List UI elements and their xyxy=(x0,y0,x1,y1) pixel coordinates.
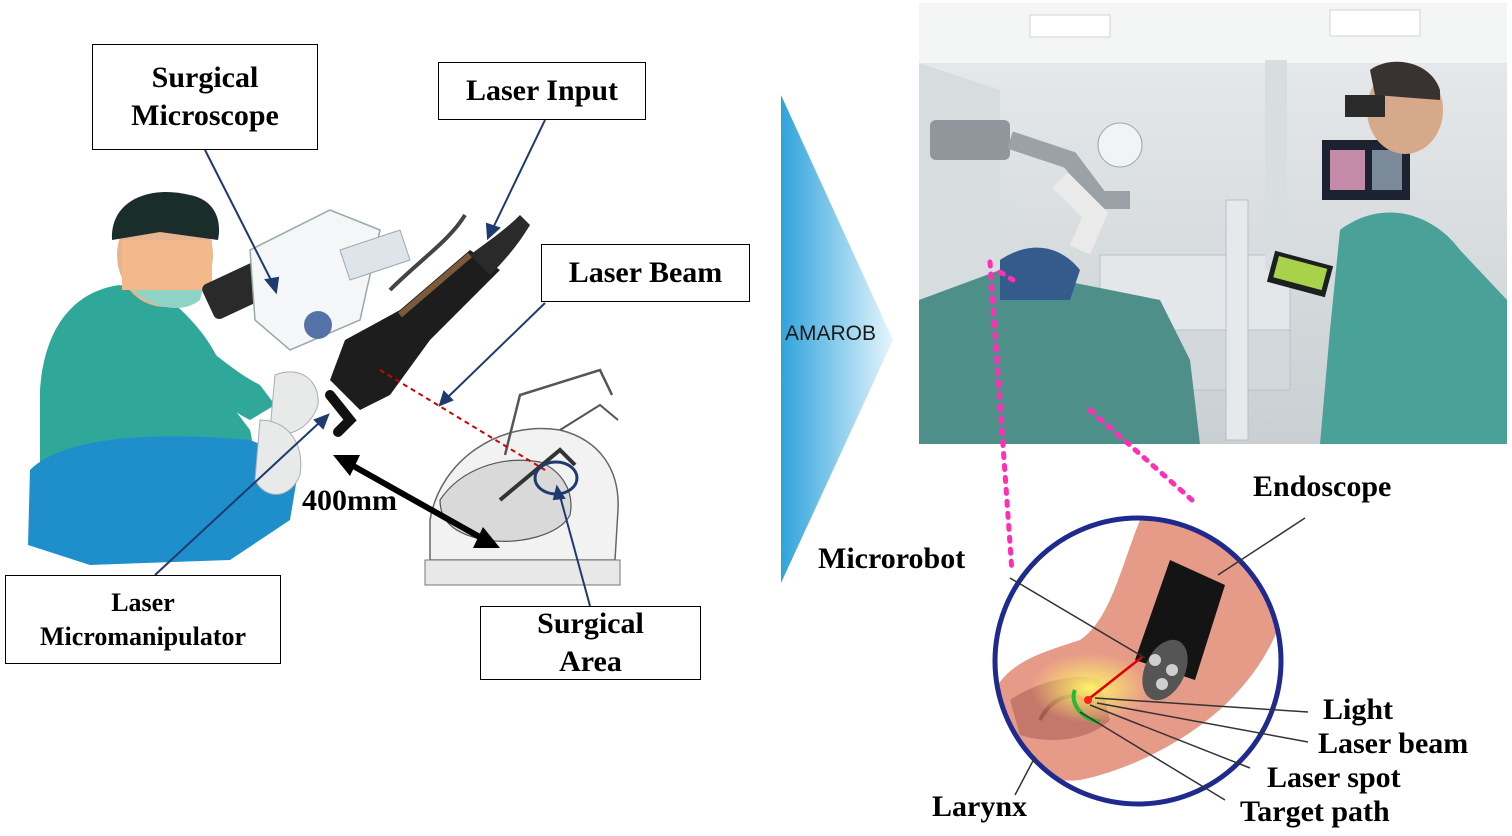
right-callout-lines xyxy=(1009,517,1309,801)
label-microrobot: Microrobot xyxy=(818,542,966,575)
label-laser-micromanipulator: Laser Micromanipulator xyxy=(5,575,281,664)
label-laser-micromanipulator-line2: Micromanipulator xyxy=(39,621,247,651)
left-callout-lines xyxy=(154,119,591,607)
label-surgical-area: Surgical Area xyxy=(480,606,701,680)
patient-illustration xyxy=(424,368,621,586)
label-surgical-microscope: Surgical Microscope xyxy=(92,44,318,150)
label-surgical-area-line1: Surgical xyxy=(537,606,644,640)
label-endoscope: Endoscope xyxy=(1253,470,1392,503)
surgeon-illustration xyxy=(28,192,319,565)
amarob-arrow xyxy=(781,95,893,583)
label-laser-spot: Laser spot xyxy=(1267,761,1401,794)
label-laser-input-text: Laser Input xyxy=(466,73,618,107)
magnifier-connector-lines xyxy=(987,259,1195,575)
laser-beam-line xyxy=(379,369,546,471)
label-laser-input: Laser Input xyxy=(438,62,646,120)
label-distance: 400mm xyxy=(302,484,397,517)
label-target-path: Target path xyxy=(1240,795,1390,828)
label-larynx: Larynx xyxy=(932,790,1028,823)
label-laser-beam-right: Laser beam xyxy=(1318,727,1469,760)
operating-room-photo xyxy=(919,3,1507,444)
label-surgical-microscope-line1: Surgical xyxy=(151,60,259,94)
distance-arrow xyxy=(333,455,500,548)
label-laser-micromanipulator-line1: Laser xyxy=(111,588,175,618)
label-light: Light xyxy=(1323,693,1394,726)
label-laser-beam-left: Laser Beam xyxy=(541,244,750,302)
microscope-illustration xyxy=(202,209,530,437)
label-amarob: AMAROB xyxy=(785,322,877,345)
label-surgical-microscope-line2: Microscope xyxy=(131,99,279,132)
label-laser-beam-left-text: Laser Beam xyxy=(568,255,723,289)
label-surgical-area-line2: Area xyxy=(559,645,622,678)
endoscope-magnifier xyxy=(992,515,1284,807)
